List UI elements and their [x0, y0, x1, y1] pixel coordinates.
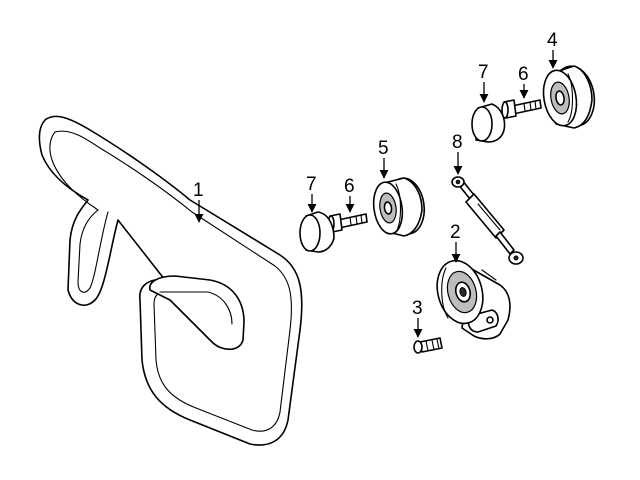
callout-6-upper: 6 [518, 64, 529, 85]
callout-8: 8 [452, 132, 463, 153]
drive-belt [38, 115, 303, 446]
damper-strut [451, 176, 524, 265]
bolt-3 [413, 337, 443, 354]
callout-6-middle: 6 [344, 176, 355, 197]
dust-cap-7-upper [471, 103, 506, 143]
callout-3: 3 [412, 298, 423, 319]
idler-pulley-5 [372, 177, 426, 237]
callout-5: 5 [378, 138, 389, 159]
callout-7-middle: 7 [306, 174, 317, 195]
belt-tensioner [436, 259, 511, 340]
idler-pulley-4 [542, 65, 596, 129]
leader-lines [194, 50, 558, 338]
bolt-6-upper [501, 99, 542, 119]
callout-2: 2 [450, 222, 461, 243]
callout-4: 4 [547, 30, 558, 51]
callout-1: 1 [193, 180, 204, 201]
callout-7-upper: 7 [478, 62, 489, 83]
dust-cap-7-middle [299, 211, 335, 253]
